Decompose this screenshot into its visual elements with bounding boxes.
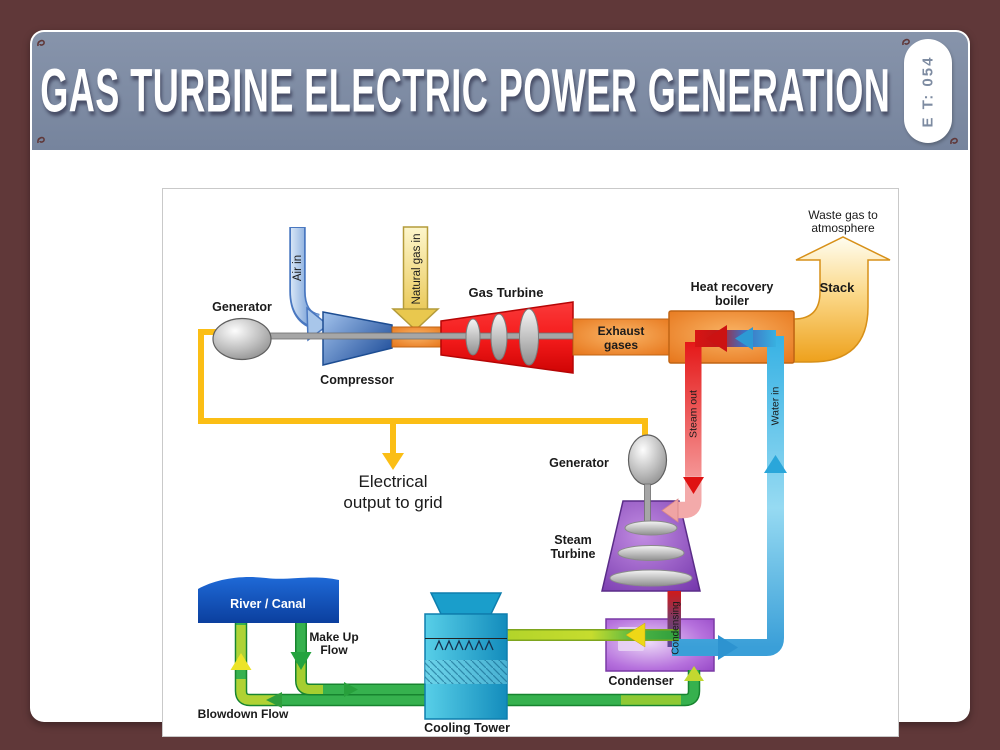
steam-turbine-discs <box>609 520 693 587</box>
natural-gas-label: Natural gas in <box>411 234 423 305</box>
turbine-discs <box>465 308 539 366</box>
river-canal-label: River / Canal <box>230 597 306 611</box>
air-in-label: Air in <box>292 255 304 281</box>
blowdown-label: Blowdown Flow <box>198 707 289 721</box>
diagram-canvas: Generator Compressor Gas Turbine Exhaust… <box>198 208 891 735</box>
corner-ornament-icon <box>902 38 910 46</box>
air-in-arrow <box>289 227 330 342</box>
electrical-label-2: output to grid <box>343 493 442 512</box>
makeup-pipe <box>290 623 427 697</box>
page-title: GAS TURBINE ELECTRIC POWER GENERATION <box>39 56 891 125</box>
natural-gas-arrow <box>391 226 440 332</box>
water-in-label: Water in <box>770 386 782 425</box>
process-diagram: Generator Compressor Gas Turbine Exhaust… <box>162 188 899 737</box>
header-bar: GAS TURBINE ELECTRIC POWER GENERATION E … <box>32 32 968 150</box>
blowdown-up-arrow <box>230 653 252 670</box>
slide-code: E T: 054 <box>919 55 937 127</box>
blowdown-left-arrow <box>266 692 282 708</box>
spray-nozzles <box>434 639 494 651</box>
electrical-arrow <box>382 453 404 470</box>
slide-code-badge: E T: 054 <box>904 39 952 143</box>
makeup-right-arrow <box>344 682 358 697</box>
corner-ornament-icon <box>37 39 45 47</box>
corner-ornament-icon <box>950 137 958 145</box>
exhaust-label-1: Exhaust <box>598 324 645 338</box>
condenser-label: Condenser <box>608 674 673 688</box>
generator-gt-label: Generator <box>212 300 272 314</box>
steam-out-label: Steam out <box>688 390 700 438</box>
slide-card: GAS TURBINE ELECTRIC POWER GENERATION E … <box>30 30 970 737</box>
generator-st-label: Generator <box>549 456 609 470</box>
boiler-label-1: Heat recovery <box>691 280 774 294</box>
river-canal <box>198 577 339 623</box>
steam-turbine-label-1: Steam <box>554 533 592 547</box>
warm-water-pipe <box>504 622 679 648</box>
steam-pipe <box>661 342 704 523</box>
stack-label: Stack <box>820 280 855 295</box>
gas-turbine-label: Gas Turbine <box>469 285 544 300</box>
waste-gas-label-2: atmosphere <box>811 221 875 235</box>
compressor-label: Compressor <box>320 373 394 387</box>
boiler-label-2: boiler <box>715 294 749 308</box>
makeup-down-arrow <box>290 652 312 670</box>
electrical-line <box>198 329 648 470</box>
boiler-heat-pipe <box>695 325 776 352</box>
waste-gas-label-1: Waste gas to <box>808 208 878 222</box>
water-pipe <box>672 336 787 660</box>
condenser-inlet-arrow <box>684 666 704 681</box>
exhaust-label-2: gases <box>604 338 638 352</box>
cooling-tower-label: Cooling Tower <box>424 721 510 735</box>
corner-ornament-icon <box>37 136 45 144</box>
cooling-tower <box>424 592 508 720</box>
steam-turbine-label-2: Turbine <box>551 547 596 561</box>
generator-gt <box>212 317 272 361</box>
stack-arrow <box>793 236 891 363</box>
electrical-label-1: Electrical <box>359 472 428 491</box>
generator-st <box>627 434 668 486</box>
condensing-label: Condensing <box>671 601 682 654</box>
makeup-label-2: Flow <box>320 643 348 657</box>
makeup-label-1: Make Up <box>309 630 358 644</box>
